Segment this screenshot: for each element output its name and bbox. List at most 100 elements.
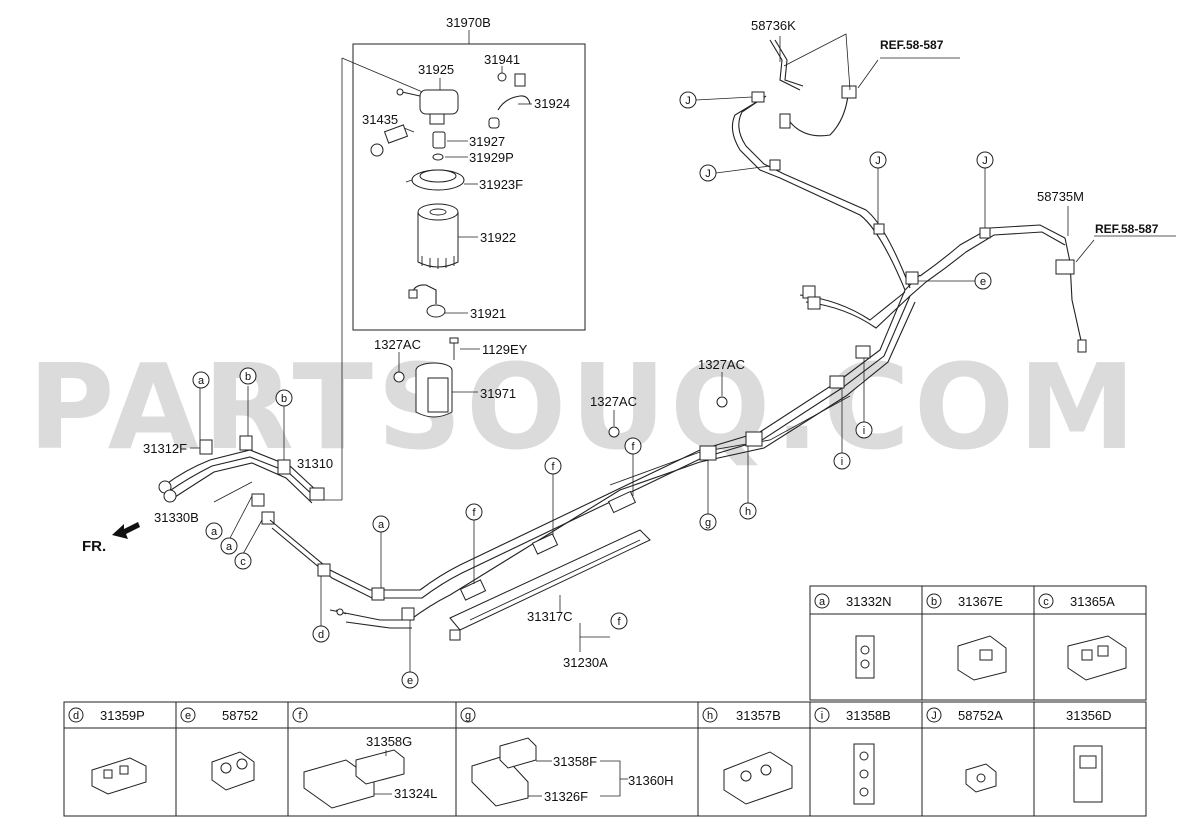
label-31929p: 31929P	[469, 150, 514, 165]
svg-text:i: i	[863, 425, 865, 437]
legend-part-31358f: 31358F	[553, 754, 597, 769]
svg-text:a: a	[211, 526, 218, 538]
callout-a-3[interactable]: a	[220, 537, 238, 555]
label-58736k: 58736K	[751, 18, 796, 33]
legend-cell-c: c 31365A	[1038, 593, 1127, 681]
svg-text:c: c	[1043, 596, 1049, 608]
svg-text:J: J	[685, 95, 691, 107]
callout-b-1[interactable]: b	[239, 367, 257, 385]
svg-text:J: J	[931, 710, 937, 722]
callout-d-1[interactable]: d	[312, 625, 330, 643]
main-fuel-lines	[269, 91, 1066, 629]
callout-j-4[interactable]: J	[976, 151, 994, 169]
callout-f-4[interactable]: f	[610, 612, 628, 630]
svg-text:g: g	[705, 517, 711, 529]
legend-cell-b: b 31367E	[926, 593, 1007, 681]
brake-hose-58735m	[1055, 206, 1087, 353]
svg-text:f: f	[617, 616, 621, 628]
svg-text:J: J	[875, 155, 881, 167]
legend-part-31326f: 31326F	[544, 789, 588, 804]
label-31317c: 31317C	[527, 609, 573, 624]
callout-a-2[interactable]: a	[205, 522, 223, 540]
svg-text:a: a	[819, 596, 826, 608]
front-arrow-icon	[112, 522, 140, 539]
svg-text:e: e	[980, 276, 986, 288]
label-31310: 31310	[297, 456, 333, 471]
svg-text:J: J	[705, 168, 711, 180]
legend-part-31358b: 31358B	[846, 708, 891, 723]
label-31230a: 31230A	[563, 655, 608, 670]
label-31921: 31921	[470, 306, 506, 321]
label-31924: 31924	[534, 96, 570, 111]
legend-part-31358g: 31358G	[366, 734, 412, 749]
svg-text:i: i	[821, 710, 823, 722]
callout-f-3[interactable]: f	[624, 437, 642, 455]
legend-cell-d: d 31359P	[68, 707, 147, 795]
callout-i-2[interactable]: i	[833, 452, 851, 470]
svg-text:b: b	[245, 371, 251, 383]
filter-bracket-31971	[393, 337, 480, 418]
svg-text:f: f	[631, 441, 635, 453]
svg-text:g: g	[465, 710, 471, 722]
callout-f-1[interactable]: f	[465, 503, 483, 521]
callout-h-1[interactable]: h	[739, 502, 757, 520]
label-31941: 31941	[484, 52, 520, 67]
bolt-1327ac-b	[608, 426, 620, 438]
clip-a-left	[199, 439, 213, 455]
fuel-filter-assembly: 31970B 31925 31941 31924 31435 31	[324, 15, 586, 501]
svg-text:J: J	[982, 155, 988, 167]
legend-cell-j: J 58752A	[926, 707, 1003, 793]
svg-text:a: a	[226, 541, 233, 553]
filter-box-frame	[352, 43, 586, 331]
callout-e-2[interactable]: e	[974, 272, 992, 290]
callout-j-1[interactable]: J	[679, 91, 697, 109]
label-1327ac-a: 1327AC	[374, 337, 421, 352]
svg-text:e: e	[407, 675, 413, 687]
svg-text:d: d	[318, 629, 324, 641]
callout-a-1[interactable]: a	[192, 371, 210, 389]
label-1327ac-b: 1327AC	[590, 394, 637, 409]
ref-label-2: REF.58-587	[1095, 222, 1159, 236]
svg-text:c: c	[240, 556, 246, 568]
svg-text:h: h	[707, 710, 713, 722]
label-31923f: 31923F	[479, 177, 523, 192]
legend-part-31359p: 31359P	[100, 708, 145, 723]
filter-head-part	[396, 88, 459, 125]
svg-text:f: f	[298, 710, 302, 722]
label-31927: 31927	[469, 134, 505, 149]
callout-j-2[interactable]: J	[699, 164, 717, 182]
svg-text:a: a	[378, 519, 385, 531]
svg-text:b: b	[931, 596, 937, 608]
filter-box-title: 31970B	[446, 15, 491, 30]
label-58735m: 58735M	[1037, 189, 1084, 204]
callout-i-1[interactable]: i	[855, 421, 873, 439]
callout-g-1[interactable]: g	[699, 513, 717, 531]
ref-label-1: REF.58-587	[880, 38, 944, 52]
callout-e-1[interactable]: e	[401, 671, 419, 689]
brake-hose-58736k	[769, 33, 857, 137]
legend-cell-a: a 31332N	[814, 593, 892, 679]
label-31435: 31435	[362, 112, 398, 127]
svg-text:f: f	[551, 461, 555, 473]
legend-part-31332n: 31332N	[846, 594, 892, 609]
legend-table: a 31332N b 31367E c 31365A d 31359P e 58…	[63, 585, 1147, 817]
front-direction-indicator: FR.	[82, 522, 140, 555]
legend-part-58752a: 58752A	[958, 708, 1003, 723]
callout-c-1[interactable]: c	[234, 552, 252, 570]
filter-cartridge	[417, 203, 459, 269]
label-31971: 31971	[480, 386, 516, 401]
callout-group: a b b a a c d e a f f f f g h i i J J J …	[192, 91, 994, 689]
legend-cell-e: e 58752	[180, 707, 258, 791]
svg-text:h: h	[745, 506, 751, 518]
label-1129ey: 1129EY	[482, 342, 528, 357]
callout-f-2[interactable]: f	[544, 457, 562, 475]
watermark-text: PARTSOUQ.COM	[28, 338, 1140, 476]
callout-a-4[interactable]: a	[372, 515, 390, 533]
label-31925: 31925	[418, 62, 454, 77]
callout-j-3[interactable]: J	[869, 151, 887, 169]
legend-part-31360h: 31360H	[628, 773, 674, 788]
callout-b-2[interactable]: b	[275, 389, 293, 407]
label-31330b: 31330B	[154, 510, 199, 525]
svg-text:e: e	[185, 710, 191, 722]
label-1327ac-c: 1327AC	[698, 357, 745, 372]
